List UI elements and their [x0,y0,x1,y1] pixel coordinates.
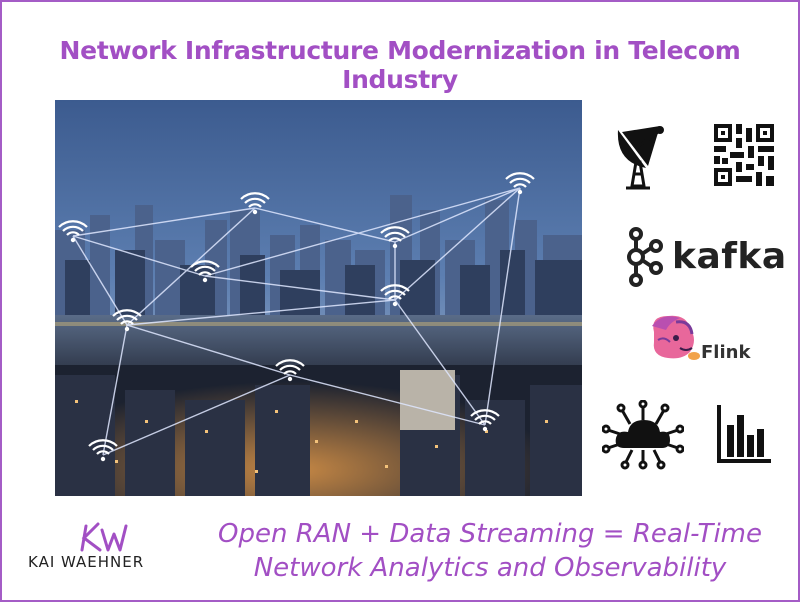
satellite-dish-icon [612,122,672,190]
tagline-line-1: Open RAN + Data Streaming = Real-Time [218,519,762,549]
flink-label: Flink [701,342,751,363]
kafka-label: kafka [672,236,787,277]
kafka-icon [624,226,664,288]
tagline: Open RAN + Data Streaming = Real-Time Ne… [200,517,780,585]
flink-squirrel-icon [646,312,702,362]
logo-name: KAI WAEHNER [28,553,145,571]
bar-chart-icon [715,405,771,463]
kai-waehner-logo [40,520,190,580]
tagline-line-2: Network Analytics and Observability [253,553,727,583]
city-network-photo [55,100,582,496]
page-title: Network Infrastructure Modernization in … [59,36,741,94]
qr-code-icon [714,124,774,186]
cloud-network-icon [601,399,685,470]
